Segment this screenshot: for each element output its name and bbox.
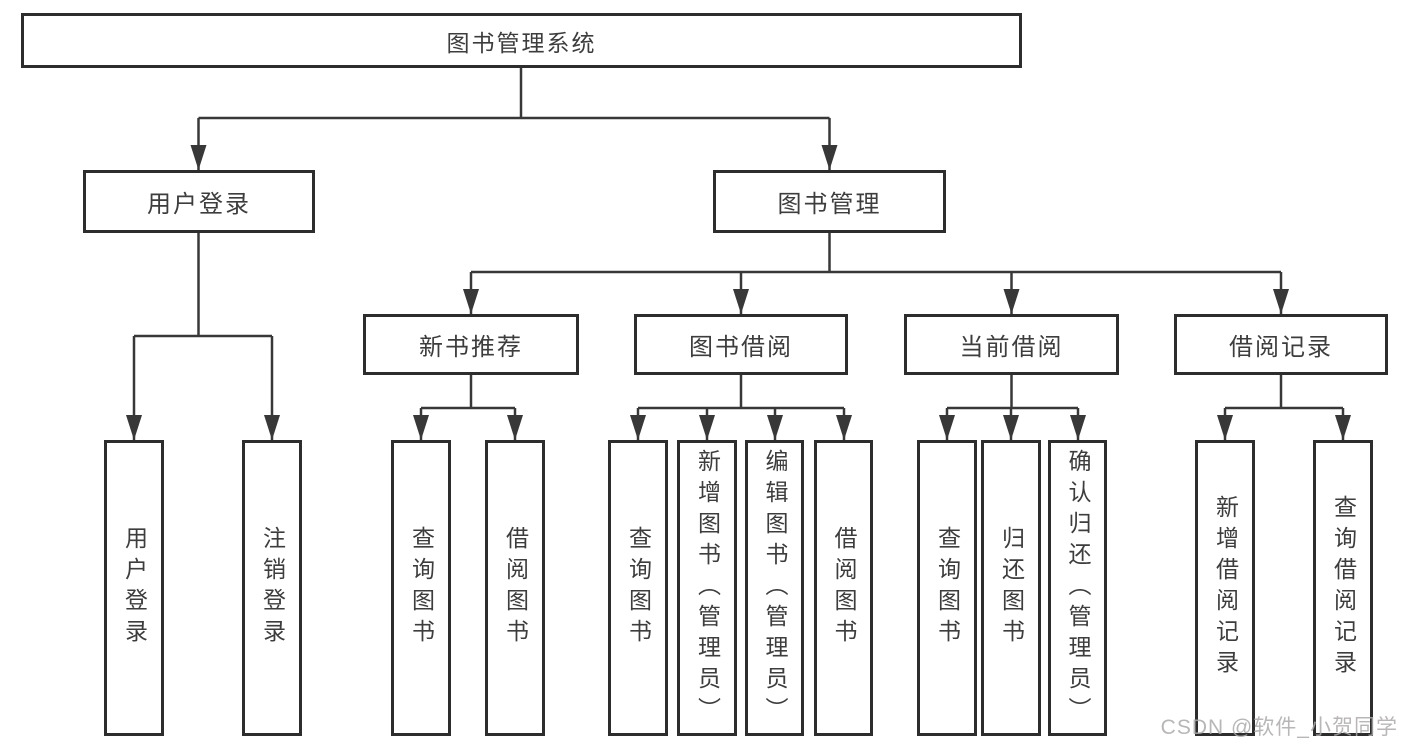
connector-borrowing-records-split — [1217, 375, 1351, 440]
connector-new-book-recommend-split — [413, 375, 523, 440]
node-label: 借阅图书 — [502, 526, 529, 650]
connector-user-login-split — [126, 233, 280, 440]
node-label: 借阅图书 — [831, 526, 857, 650]
node-label: 当前借阅 — [959, 334, 1064, 361]
node-label: 新增借阅记录 — [1212, 495, 1239, 681]
node-label: 图书管理系统 — [446, 29, 597, 56]
leaf-query-books-current: 查询图书 — [917, 440, 977, 736]
node-label: 查询借阅记录 — [1330, 495, 1357, 681]
leaf-logout: 注销登录 — [242, 440, 302, 736]
node-label: 编辑图书（管理员） — [762, 448, 788, 728]
node-label: 归还图书 — [998, 526, 1025, 650]
connector-book-borrowing-split — [630, 375, 852, 440]
node-label: 查询图书 — [934, 526, 961, 650]
leaf-confirm-return-admin: 确认归还（管理员） — [1048, 440, 1107, 736]
node-new-book-recommend: 新书推荐 — [363, 314, 579, 375]
node-current-borrowing: 当前借阅 — [904, 314, 1119, 375]
csdn-watermark: CSDN @软件_小贺同学 — [1160, 716, 1398, 739]
node-book-management: 图书管理 — [713, 170, 946, 233]
node-label: 查询图书 — [408, 526, 435, 650]
leaf-borrow-books: 借阅图书 — [814, 440, 873, 736]
leaf-query-books-borrowing: 查询图书 — [608, 440, 668, 736]
leaf-add-books-admin: 新增图书（管理员） — [677, 440, 737, 736]
node-label: 借阅记录 — [1229, 334, 1333, 361]
connector-root-split — [190, 68, 838, 170]
node-book-borrowing: 图书借阅 — [634, 314, 848, 375]
leaf-return-books: 归还图书 — [981, 440, 1041, 736]
leaf-query-borrow-record: 查询借阅记录 — [1313, 440, 1373, 736]
node-library-management-system: 图书管理系统 — [21, 13, 1022, 68]
leaf-add-borrow-record: 新增借阅记录 — [1195, 440, 1255, 736]
node-label: 图书管理 — [777, 191, 882, 218]
node-label: 新增图书（管理员） — [694, 448, 721, 728]
node-label: 用户登录 — [147, 191, 251, 218]
node-borrowing-records: 借阅记录 — [1174, 314, 1388, 375]
leaf-edit-books-admin: 编辑图书（管理员） — [745, 440, 804, 736]
node-label: 确认归还（管理员） — [1065, 448, 1091, 728]
leaf-borrow-books-recommend: 借阅图书 — [485, 440, 545, 736]
node-label: 新书推荐 — [419, 334, 523, 361]
node-label: 注销登录 — [259, 526, 286, 650]
leaf-user-login: 用户登录 — [104, 440, 164, 736]
connector-current-borrowing-split — [939, 375, 1086, 440]
node-label: 图书借阅 — [689, 334, 793, 361]
leaf-query-books-recommend: 查询图书 — [391, 440, 451, 736]
connector-book-management-split — [463, 233, 1289, 314]
node-user-login: 用户登录 — [83, 170, 315, 233]
node-label: 用户登录 — [121, 526, 148, 650]
node-label: 查询图书 — [625, 526, 652, 650]
